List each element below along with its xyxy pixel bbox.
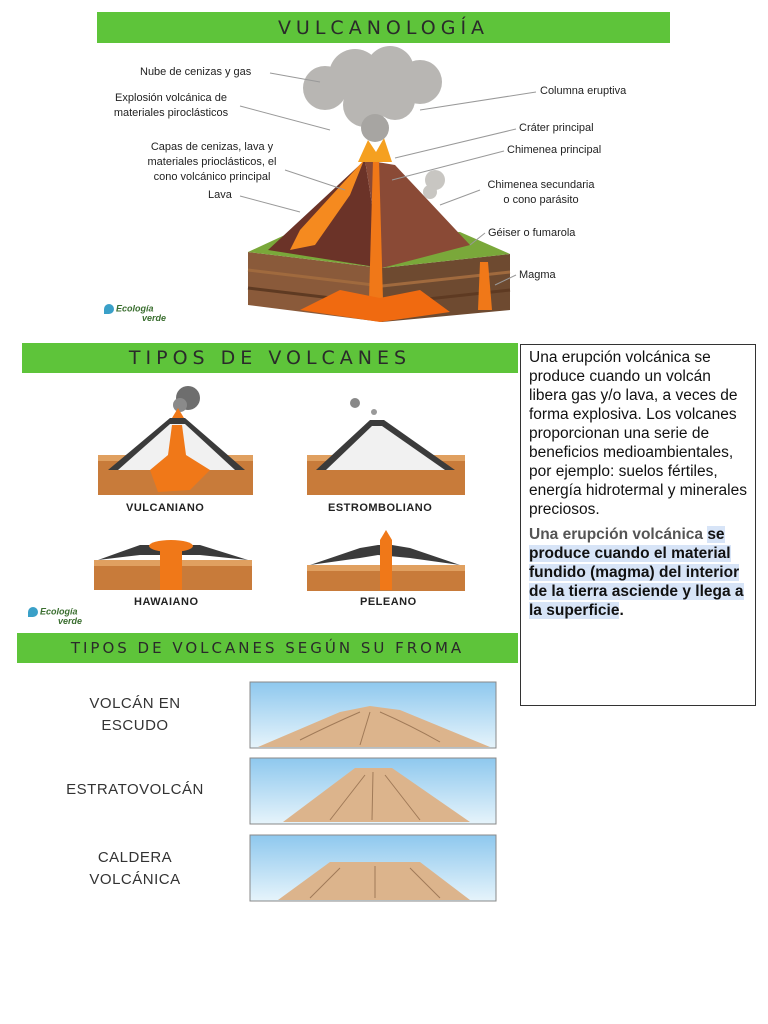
secondary-chimney	[478, 262, 492, 310]
logo-ecologia-verde-2: Ecología verde	[28, 607, 82, 626]
vulcaniano-illustration	[98, 386, 253, 495]
paragraph-1: Una erupción volcánica se produce cuando…	[529, 349, 747, 518]
title-tipos-de-volcanes: TIPOS DE VOLCANES	[128, 347, 412, 369]
paragraph-2: Una erupción volcánica se produce cuando…	[529, 525, 747, 620]
label-explosion: Explosión volcánica de materiales pirocl…	[113, 92, 229, 119]
label-hawaiano: HAWAIANO	[134, 596, 199, 608]
explanation-textbox: Una erupción volcánica se produce cuando…	[520, 344, 756, 706]
title-vulcanologia: VULCANOLOGÍA	[277, 16, 490, 39]
leaf-icon	[104, 304, 114, 314]
secondary-smoke	[423, 170, 445, 199]
label-crater: Cráter principal	[519, 122, 594, 134]
label-ash-cloud: Nube de cenizas y gas	[140, 66, 252, 78]
magma-chamber	[300, 290, 450, 322]
title-tipos-segun-forma: TIPOS DE VOLCANES SEGÚN SU FROMA	[70, 639, 465, 657]
title-banner-tipos: TIPOS DE VOLCANES	[22, 343, 518, 373]
label-secondary-chimney: Chimenea secundaria o cono parásito	[487, 179, 595, 206]
title-banner-forma: TIPOS DE VOLCANES SEGÚN SU FROMA	[17, 633, 518, 663]
stratovolcano-illustration	[249, 757, 497, 825]
hawaiano-illustration	[94, 540, 252, 590]
title-banner-vulcanologia: VULCANOLOGÍA	[97, 12, 670, 43]
estromboliano-illustration	[307, 398, 465, 495]
label-chimney: Chimenea principal	[507, 144, 602, 156]
volcano-cone-right	[365, 160, 470, 268]
main-chimney	[369, 160, 383, 300]
volcano-forms-illustrations	[249, 681, 497, 902]
crater-fire	[358, 138, 392, 162]
label-peleano: PELEANO	[360, 596, 417, 608]
label-estratovolcan: ESTRATOVOLCÁN	[66, 781, 204, 798]
peleano-illustration	[307, 530, 465, 591]
label-geyser: Géiser o fumarola	[488, 227, 576, 239]
paragraph-2-start: Una erupción volcánica	[529, 526, 708, 543]
label-caldera: CALDERA VOLCÁNICA	[89, 849, 181, 888]
label-estromboliano: ESTROMBOLIANO	[328, 502, 433, 514]
label-vulcaniano: VULCANIANO	[126, 502, 205, 514]
paragraph-2-end: .	[619, 602, 624, 619]
volcano-types-illustrations	[94, 386, 465, 591]
label-volcan-escudo: VOLCÁN EN ESCUDO	[89, 695, 181, 734]
label-layers: Capas de cenizas, lava y materiales prio…	[147, 141, 277, 183]
lava-flow-left	[290, 160, 364, 250]
label-magma: Magma	[519, 269, 556, 281]
shield-volcano-illustration	[249, 681, 497, 749]
label-column: Columna eruptiva	[540, 85, 627, 97]
ash-cloud	[303, 46, 442, 142]
caldera-illustration	[249, 834, 497, 902]
leaf-icon	[28, 607, 38, 617]
label-lava: Lava	[208, 189, 232, 201]
logo-ecologia-verde-1: Ecología verde	[104, 304, 166, 323]
volcano-cross-section-diagram	[239, 46, 537, 322]
